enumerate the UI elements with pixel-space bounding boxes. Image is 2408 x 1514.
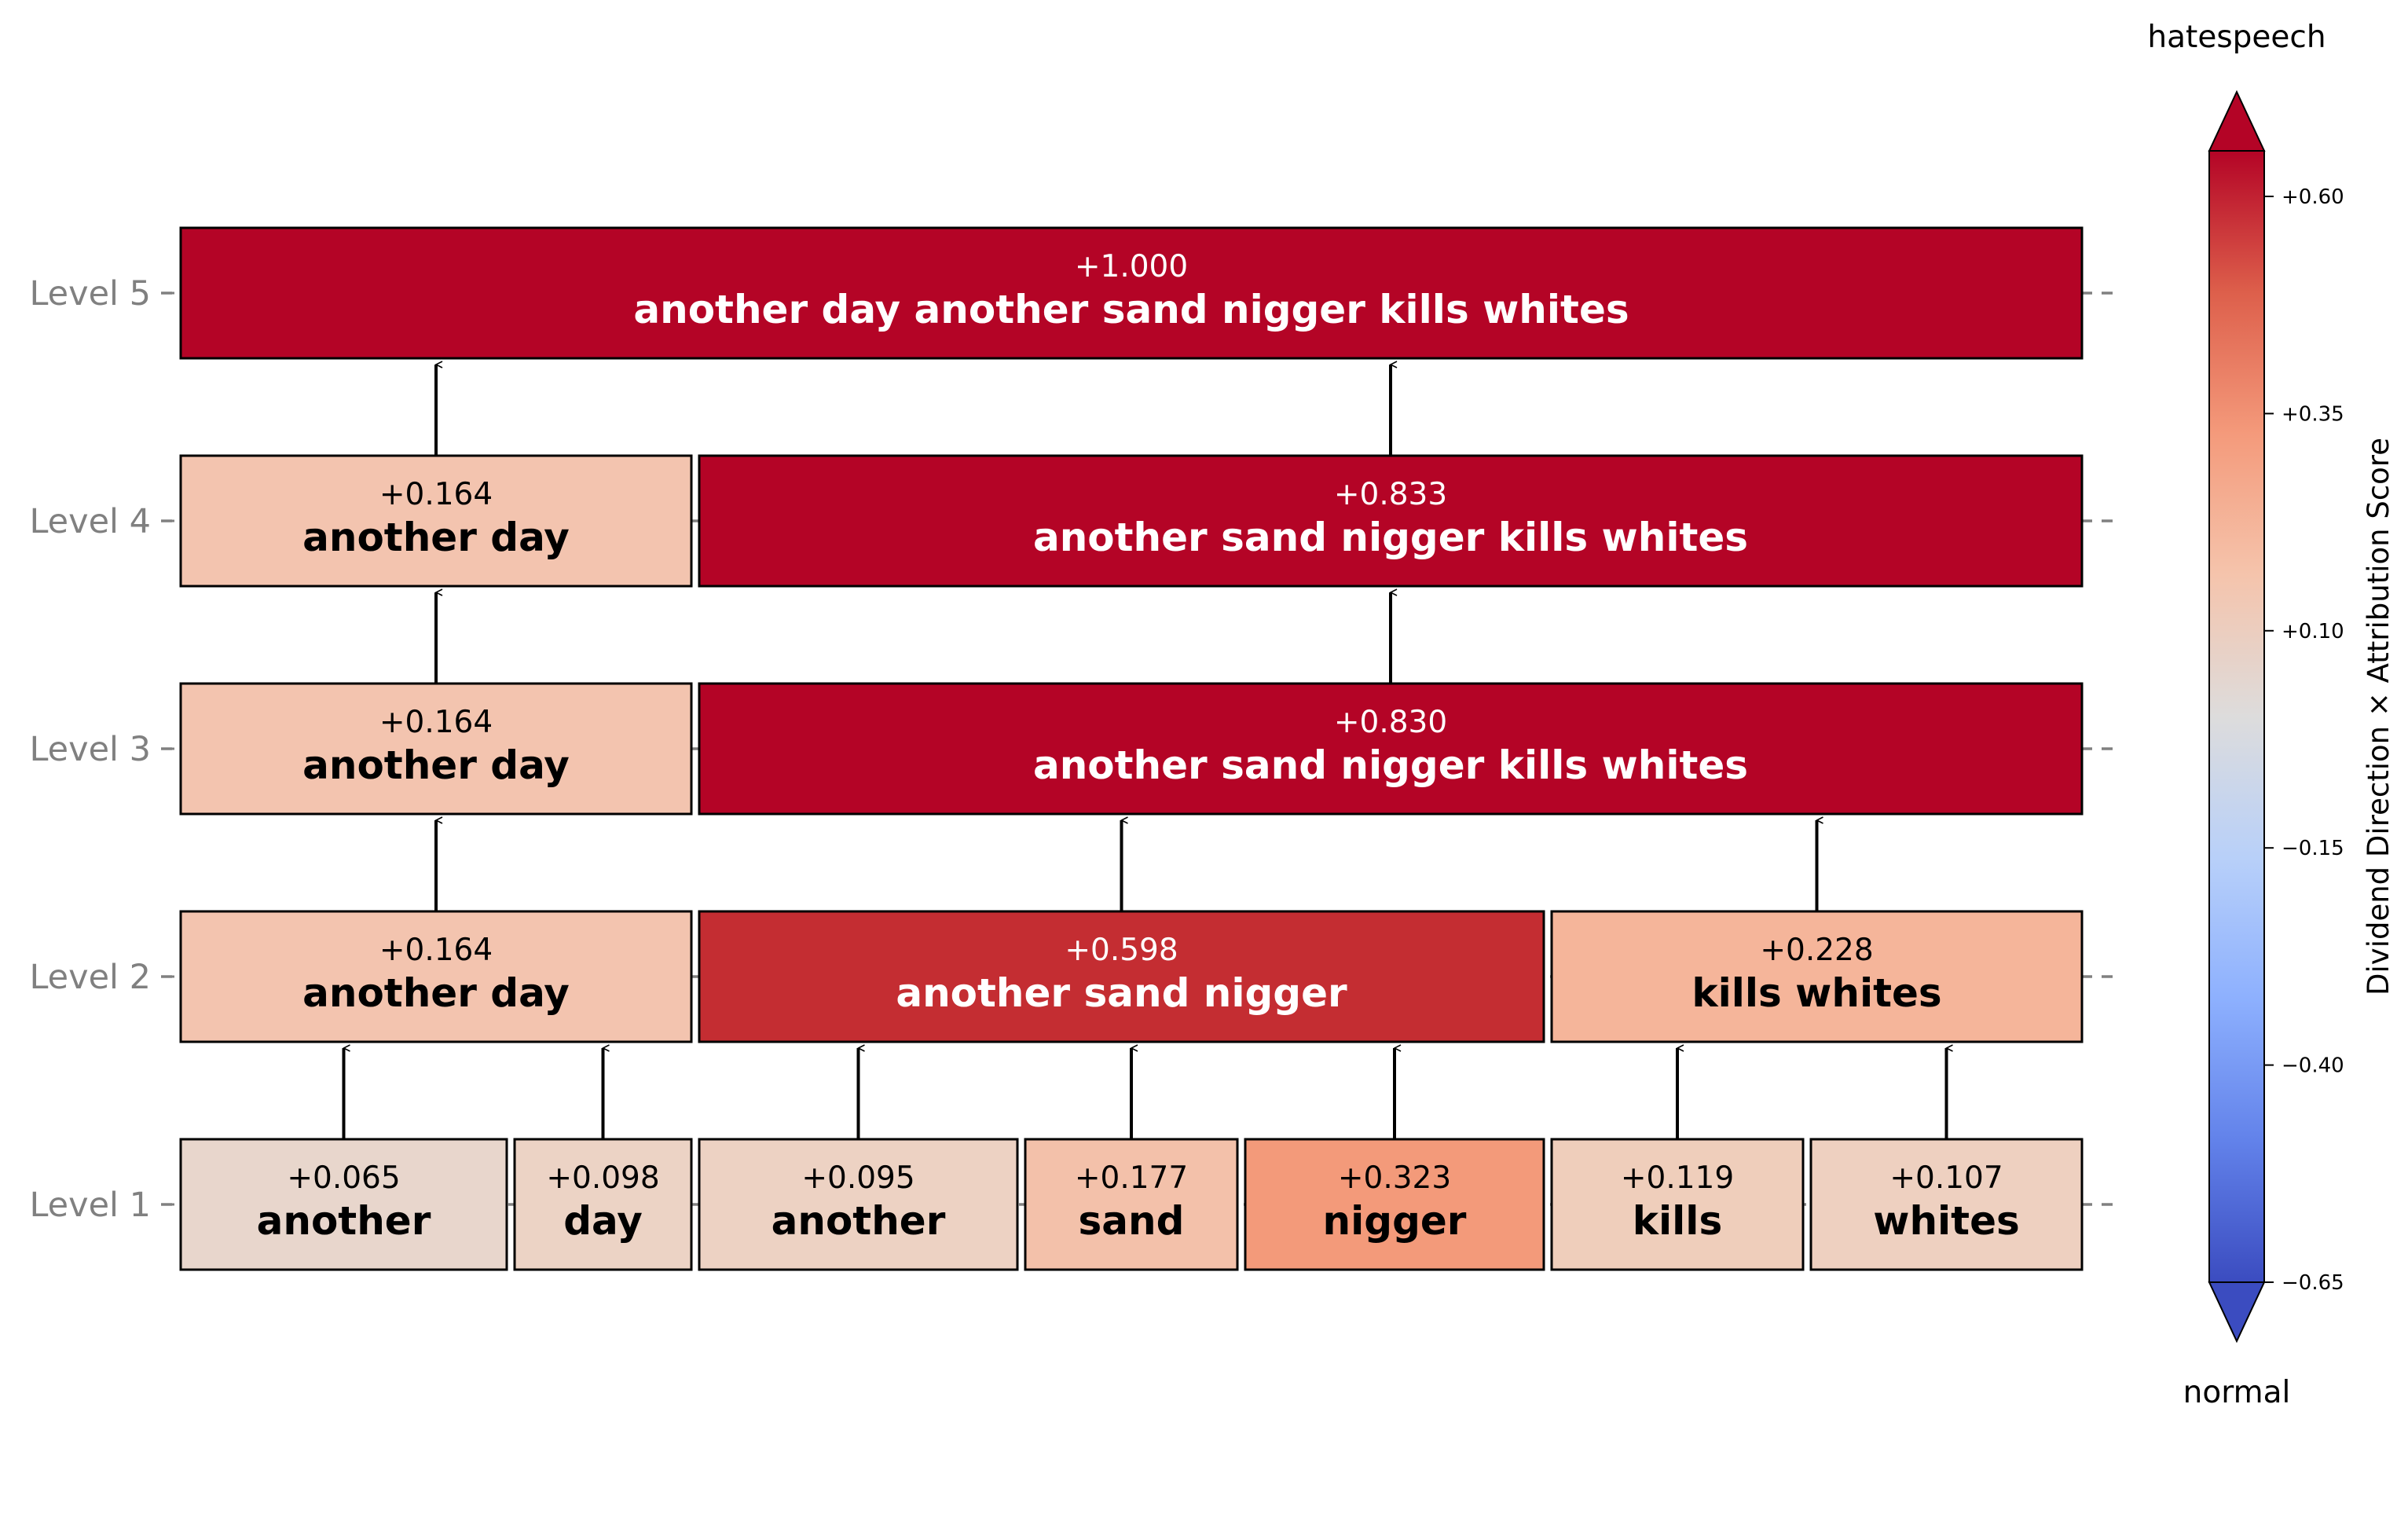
phrase-box-fill bbox=[698, 682, 2084, 816]
phrase-score: +0.119 bbox=[1621, 1160, 1734, 1196]
phrase-text: another day bbox=[302, 515, 570, 560]
level-label: Level 5 bbox=[29, 274, 151, 313]
phrase-box-fill bbox=[1809, 1138, 2084, 1271]
colorbar-tick-label: +0.35 bbox=[2282, 402, 2344, 426]
level-label: Level 4 bbox=[29, 502, 151, 541]
level-label: Level 3 bbox=[29, 730, 151, 769]
phrase-score: +1.000 bbox=[1075, 249, 1188, 284]
phrase-text: another sand nigger bbox=[896, 970, 1347, 1016]
arrows-layer bbox=[342, 365, 1947, 1139]
phrase-score: +0.065 bbox=[287, 1160, 400, 1196]
phrase-box-fill bbox=[179, 910, 693, 1043]
phrase-text: another bbox=[772, 1198, 946, 1244]
phrase-text: day bbox=[563, 1198, 643, 1244]
phrase-score: +0.833 bbox=[1334, 477, 1447, 512]
phrase-score: +0.095 bbox=[801, 1160, 914, 1196]
phrase-text: whites bbox=[1873, 1198, 2020, 1244]
phrase-score: +0.098 bbox=[546, 1160, 659, 1196]
phrase-text: sand bbox=[1079, 1198, 1185, 1244]
phrase-box-fill bbox=[179, 682, 693, 816]
boxes-layer: +0.065another+0.098day+0.095another+0.17… bbox=[179, 226, 2084, 1271]
phrase-box-fill bbox=[179, 226, 2084, 360]
phrase-text: another bbox=[257, 1198, 431, 1244]
phrase-box-fill bbox=[698, 910, 1545, 1043]
colorbar-tick-label: −0.65 bbox=[2282, 1271, 2344, 1295]
phrase-text: another sand nigger kills whites bbox=[1033, 515, 1748, 560]
phrase-score: +0.323 bbox=[1338, 1160, 1451, 1196]
level-label: Level 2 bbox=[29, 958, 151, 997]
phrase-text: another day bbox=[302, 742, 570, 788]
phrase-score: +0.598 bbox=[1065, 933, 1178, 968]
phrase-box-fill bbox=[513, 1138, 693, 1271]
phrase-text: another sand nigger kills whites bbox=[1033, 742, 1748, 788]
phrase-box-fill bbox=[698, 1138, 1019, 1271]
phrase-box-fill bbox=[698, 454, 2084, 588]
phrase-score: +0.177 bbox=[1075, 1160, 1188, 1196]
phrase-text: another day another sand nigger kills wh… bbox=[633, 287, 1629, 332]
phrase-box-fill bbox=[1024, 1138, 1239, 1271]
colorbar-bottom-label: normal bbox=[2183, 1375, 2291, 1410]
phrase-text: kills bbox=[1633, 1198, 1722, 1244]
phrase-score: +0.830 bbox=[1334, 705, 1447, 740]
phrase-box-fill bbox=[1550, 910, 2084, 1043]
colorbar-tick-label: −0.15 bbox=[2282, 837, 2344, 860]
colorbar-extend-bottom bbox=[2208, 1281, 2266, 1344]
colorbar-tick-label: −0.40 bbox=[2282, 1054, 2344, 1078]
level-label: Level 1 bbox=[29, 1186, 151, 1225]
phrase-score: +0.164 bbox=[379, 933, 493, 968]
colorbar-top-label: hatespeech bbox=[2147, 20, 2326, 55]
phrase-score: +0.228 bbox=[1760, 933, 1873, 968]
phrase-text: nigger bbox=[1323, 1198, 1467, 1244]
phrase-score: +0.164 bbox=[379, 477, 493, 512]
phrase-box-fill bbox=[179, 1138, 508, 1271]
phrase-score: +0.107 bbox=[1889, 1160, 2003, 1196]
colorbar-tick-label: +0.60 bbox=[2282, 185, 2344, 209]
phrase-box-fill bbox=[1244, 1138, 1545, 1271]
colorbar-gradient bbox=[2208, 150, 2265, 1283]
levels-layer: Level 1 Level 2 Level 3 Level 4 Level 5 bbox=[29, 274, 2121, 1225]
colorbar-ticks: +0.60 +0.35 +0.10 −0.15 −0.40 −0.65 bbox=[2264, 185, 2344, 1295]
phrase-box-fill bbox=[179, 454, 693, 588]
colorbar-tick-label: +0.10 bbox=[2282, 620, 2344, 643]
colorbar-axis-label: Dividend Direction × Attribution Score bbox=[2362, 438, 2395, 995]
colorbar: +0.60 +0.35 +0.10 −0.15 −0.40 −0.65 hatespeec… bbox=[2147, 20, 2395, 1410]
phrase-text: another day bbox=[302, 970, 570, 1016]
phrase-text: kills whites bbox=[1691, 970, 1941, 1016]
colorbar-extend-top bbox=[2208, 90, 2266, 152]
phrase-score: +0.164 bbox=[379, 705, 493, 740]
phrase-box-fill bbox=[1550, 1138, 1805, 1271]
